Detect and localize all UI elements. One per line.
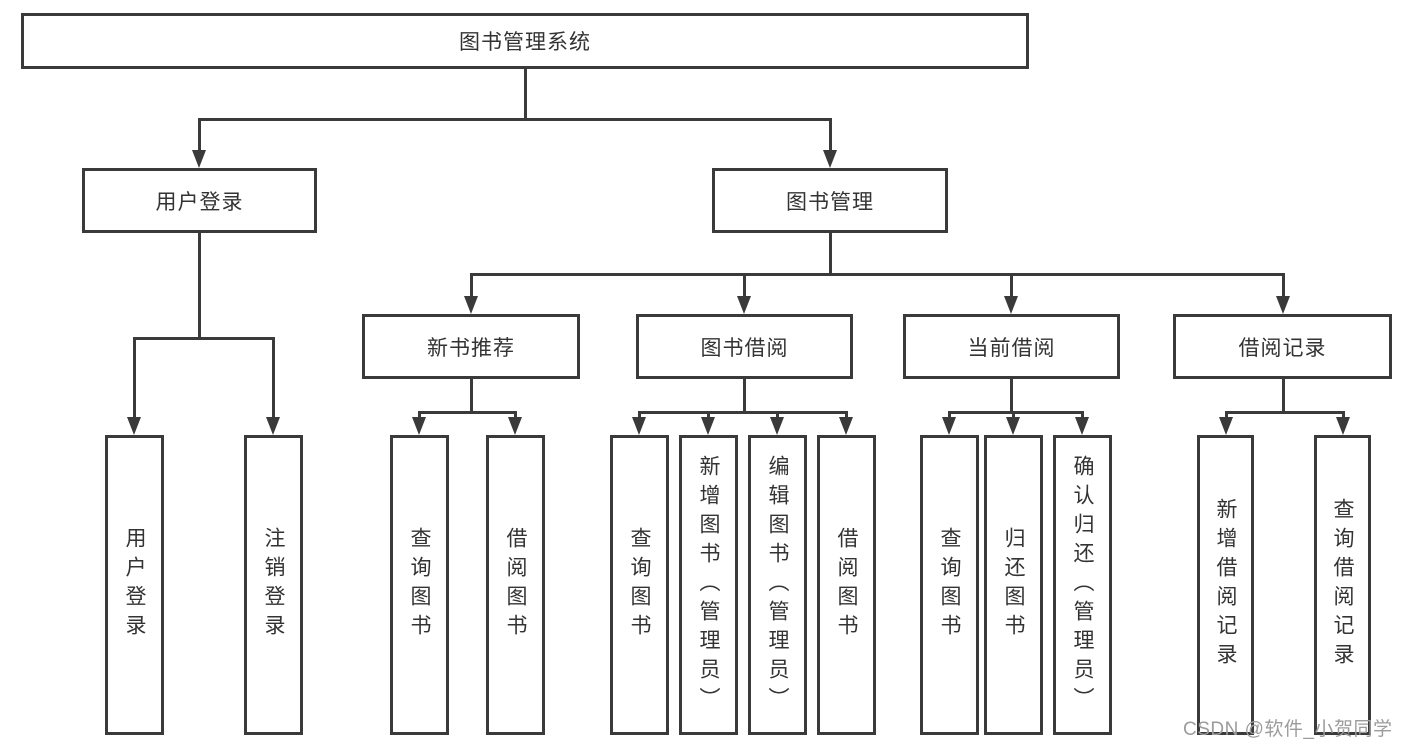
node-book-management-label: 图书管理 xyxy=(786,190,874,214)
connector-drop-bb-edit xyxy=(776,411,779,421)
leaf-query-books-borrow-label: 查询图书 xyxy=(628,527,651,643)
connector-drop-new-book xyxy=(470,273,473,299)
leaf-query-books-borrow: 查询图书 xyxy=(610,435,669,735)
arrowhead-current-borrow xyxy=(1004,296,1018,314)
node-borrow-records-label: 借阅记录 xyxy=(1238,336,1327,360)
connector-root-stem xyxy=(524,68,527,118)
arrowhead-br-query xyxy=(1336,417,1350,435)
leaf-query-books-recommend-label: 查询图书 xyxy=(408,527,431,643)
arrowhead-nb-borrow xyxy=(508,417,522,435)
connector-level2-bar xyxy=(199,118,831,121)
node-root-label: 图书管理系统 xyxy=(459,31,591,54)
connector-drop-br-query xyxy=(1342,411,1345,421)
connector-level3-bar xyxy=(471,273,1284,276)
connector-drop-bb-add xyxy=(707,411,710,421)
connector-drop-cb-return xyxy=(1012,411,1015,421)
connector-user-login-stem xyxy=(198,233,201,340)
connector-drop-cb-query xyxy=(948,411,951,421)
connector-drop-cb-confirm xyxy=(1081,411,1084,421)
connector-current-borrow-stem xyxy=(1010,379,1013,414)
connector-drop-user-login xyxy=(198,118,201,152)
leaf-edit-book-admin: 编辑图书（管理员） xyxy=(748,435,807,735)
arrowhead-borrow-records xyxy=(1276,296,1290,314)
node-user-login-label: 用户登录 xyxy=(155,190,244,214)
connector-drop-book-management xyxy=(829,118,832,152)
node-current-borrow: 当前借阅 xyxy=(903,314,1120,379)
connector-drop-current-borrow xyxy=(1010,273,1013,299)
leaf-confirm-return-admin: 确认归还（管理员） xyxy=(1053,435,1112,735)
leaf-borrow-books-recommend-label: 借阅图书 xyxy=(504,527,527,643)
node-new-book-recommend-label: 新书推荐 xyxy=(427,336,515,360)
connector-current-borrow-bar xyxy=(948,411,1084,414)
leaf-add-borrow-record-label: 新增借阅记录 xyxy=(1214,498,1237,672)
arrowhead-bb-add xyxy=(701,417,715,435)
arrowhead-leaf-logout xyxy=(266,417,280,435)
leaf-user-login: 用户登录 xyxy=(105,435,164,735)
leaf-add-book-admin: 新增图书（管理员） xyxy=(679,435,738,735)
leaf-logout: 注销登录 xyxy=(244,435,303,735)
arrowhead-book-management xyxy=(823,150,837,168)
node-book-management: 图书管理 xyxy=(712,168,948,233)
arrowhead-cb-confirm xyxy=(1075,417,1089,435)
arrowhead-new-book xyxy=(464,296,478,314)
leaf-logout-label: 注销登录 xyxy=(262,527,285,643)
leaf-query-borrow-record-label: 查询借阅记录 xyxy=(1331,498,1354,672)
connector-book-borrow-bar xyxy=(638,411,848,414)
connector-drop-book-borrow xyxy=(743,273,746,299)
leaf-confirm-return-admin-label: 确认归还（管理员） xyxy=(1071,454,1094,716)
connector-drop-nb-query xyxy=(418,411,421,421)
connector-drop-borrow-records xyxy=(1282,273,1285,299)
leaf-user-login-label: 用户登录 xyxy=(123,527,146,643)
node-book-borrow: 图书借阅 xyxy=(636,314,853,379)
connector-book-borrow-stem xyxy=(743,379,746,414)
arrowhead-cb-return xyxy=(1006,417,1020,435)
arrowhead-bb-borrow xyxy=(839,417,853,435)
arrowhead-bb-edit xyxy=(770,417,784,435)
node-borrow-records: 借阅记录 xyxy=(1173,314,1392,379)
arrowhead-cb-query xyxy=(942,417,956,435)
connector-drop-br-add xyxy=(1225,411,1228,421)
node-new-book-recommend: 新书推荐 xyxy=(362,314,580,379)
leaf-add-borrow-record: 新增借阅记录 xyxy=(1197,435,1254,735)
connector-borrow-records-bar xyxy=(1225,411,1345,414)
leaf-return-book-label: 归还图书 xyxy=(1002,527,1025,643)
connector-new-book-bar xyxy=(418,411,517,414)
leaf-add-book-admin-label: 新增图书（管理员） xyxy=(697,454,720,716)
leaf-query-books-current-label: 查询图书 xyxy=(938,527,961,643)
connector-drop-bb-borrow xyxy=(845,411,848,421)
connector-user-login-bar xyxy=(133,337,275,340)
node-user-login: 用户登录 xyxy=(82,168,317,233)
connector-drop-leaf-login xyxy=(133,337,136,419)
connector-borrow-records-stem xyxy=(1282,379,1285,414)
node-book-borrow-label: 图书借阅 xyxy=(700,336,789,360)
arrowhead-bb-query xyxy=(632,417,646,435)
leaf-return-book: 归还图书 xyxy=(984,435,1043,735)
connector-book-management-stem xyxy=(829,233,832,276)
arrowhead-book-borrow xyxy=(737,296,751,314)
arrowhead-br-add xyxy=(1219,417,1233,435)
connector-drop-bb-query xyxy=(638,411,641,421)
arrowhead-nb-query xyxy=(412,417,426,435)
node-current-borrow-label: 当前借阅 xyxy=(967,336,1056,360)
csdn-watermark: CSDN @软件_小贺同学 xyxy=(1183,719,1393,740)
leaf-borrow-books-label: 借阅图书 xyxy=(835,527,858,643)
leaf-edit-book-admin-label: 编辑图书（管理员） xyxy=(766,454,789,716)
leaf-query-books-current: 查询图书 xyxy=(920,435,979,735)
connector-drop-leaf-logout xyxy=(272,337,275,419)
arrowhead-user-login xyxy=(192,150,206,168)
leaf-query-books-recommend: 查询图书 xyxy=(390,435,449,735)
leaf-query-borrow-record: 查询借阅记录 xyxy=(1314,435,1371,735)
leaf-borrow-books-recommend: 借阅图书 xyxy=(486,435,545,735)
connector-new-book-stem xyxy=(470,379,473,414)
arrowhead-leaf-login xyxy=(127,417,141,435)
connector-drop-nb-borrow xyxy=(514,411,517,421)
node-root: 图书管理系统 xyxy=(21,13,1029,69)
leaf-borrow-books: 借阅图书 xyxy=(817,435,876,735)
